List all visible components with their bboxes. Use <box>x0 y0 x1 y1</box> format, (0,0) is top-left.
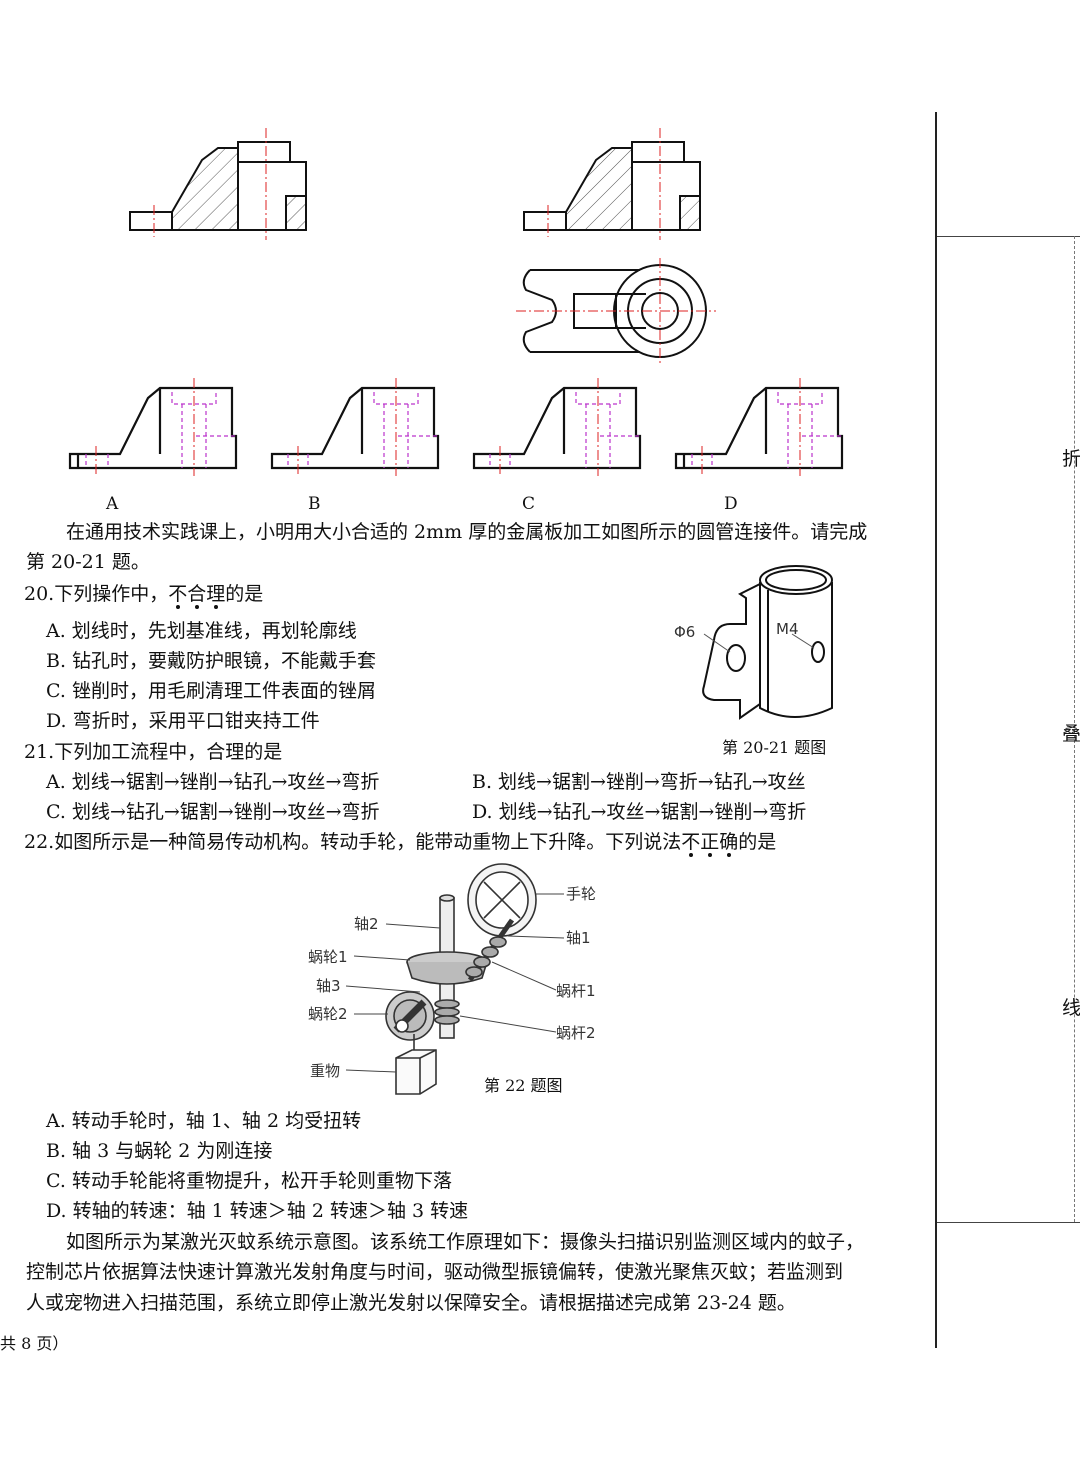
q21-option-b: B. 划线→锯割→锉削→弯折→钻孔→攻丝 <box>472 771 806 793</box>
label-m4: M4 <box>776 620 799 638</box>
q22-option-c: C. 转动手轮能将重物提升，松开手轮则重物下落 <box>46 1170 452 1192</box>
q20-option-b: B. 钻孔时，要戴防护眼镜，不能戴手套 <box>46 650 377 672</box>
intro-20-21-line2: 第 20-21 题。 <box>26 551 150 573</box>
label-handwheel: 手轮 <box>566 885 596 903</box>
margin-top-rule <box>937 236 1080 237</box>
label-shaft3: 轴3 <box>316 977 341 995</box>
q22-stem: 22.如图所示是一种简易传动机构。转动手轮，能带动重物上下升降。下列说法不正确的… <box>24 831 777 853</box>
section-view-left <box>129 128 307 240</box>
fold-char-1: 折 <box>1062 448 1080 470</box>
option-view-b <box>270 378 440 476</box>
q21-option-c: C. 划线→钻孔→锯割→锉削→攻丝→弯折 <box>46 801 380 823</box>
fold-char-3: 线 <box>1062 997 1080 1019</box>
option-label-d: D <box>724 494 738 514</box>
q21-option-a: A. 划线→锯割→锉削→钻孔→攻丝→弯折 <box>46 771 380 793</box>
intro-23-24-line1: 如图所示为某激光灭蚊系统示意图。该系统工作原理如下：摄像头扫描识别监测区域内的蚊… <box>66 1231 865 1253</box>
label-worm2: 蜗杆2 <box>556 1024 596 1042</box>
q20-option-c: C. 锉削时，用毛刷清理工件表面的锉屑 <box>46 680 376 702</box>
q21-option-d: D. 划线→钻孔→攻丝→锯割→锉削→弯折 <box>472 801 807 823</box>
label-weight: 重物 <box>310 1062 340 1080</box>
q20-option-d: D. 弯折时，采用平口钳夹持工件 <box>46 710 320 732</box>
intro-23-24-line2: 控制芯片依据算法快速计算激光发射角度与时间，驱动微型振镜偏转，使激光聚焦灭蚊；若… <box>26 1261 844 1283</box>
fig20-caption: 第 20-21 题图 <box>722 738 827 757</box>
option-label-a: A <box>106 494 119 514</box>
margin-dashed-line <box>1074 236 1075 1222</box>
section-view-right <box>523 128 701 240</box>
label-shaft1: 轴1 <box>566 929 591 947</box>
margin-bottom-rule <box>937 1222 1080 1223</box>
q21-stem: 21.下列加工流程中，合理的是 <box>24 741 283 763</box>
label-phi6: Φ6 <box>674 623 695 641</box>
q22-option-d: D. 转轴的转速：轴 1 转速＞轴 2 转速＞轴 3 转速 <box>46 1200 469 1222</box>
fold-char-2: 叠 <box>1062 723 1080 745</box>
option-view-a <box>68 378 238 476</box>
q20-stem: 20.下列操作中，不合理的是 <box>24 583 264 605</box>
q20-option-a: A. 划线时，先划基准线，再划轮廓线 <box>46 620 357 642</box>
option-view-c <box>472 378 642 476</box>
label-wormwheel2: 蜗轮2 <box>308 1005 348 1023</box>
transmission-figure: 手轮 轴2 轴1 蜗轮1 轴3 蜗杆1 蜗轮2 蜗杆2 重物 <box>308 863 596 1095</box>
intro-20-21-line1: 在通用技术实践课上，小明用大小合适的 2mm 厚的金属板加工如图所示的圆管连接件… <box>66 521 868 543</box>
label-wormwheel1: 蜗轮1 <box>308 948 348 966</box>
fig22-caption: 第 22 题图 <box>484 1076 563 1095</box>
option-view-d <box>674 378 844 476</box>
q22-option-b: B. 轴 3 与蜗轮 2 为刚连接 <box>46 1140 273 1162</box>
option-label-c: C <box>522 494 536 514</box>
option-label-b: B <box>308 494 321 514</box>
margin-vertical-line <box>935 112 937 1348</box>
q22-option-a: A. 转动手轮时，轴 1、轴 2 均受扭转 <box>46 1110 362 1132</box>
label-shaft2: 轴2 <box>354 915 379 933</box>
pipe-connector-figure: Φ6 M4 <box>674 565 833 720</box>
top-view <box>516 258 716 364</box>
label-worm1: 蜗杆1 <box>556 982 596 1000</box>
page-footer: 共 8 页） <box>0 1334 69 1353</box>
intro-23-24-line3: 人或宠物进入扫描范围，系统立即停止激光发射以保障安全。请根据描述完成第 23-2… <box>26 1292 796 1314</box>
